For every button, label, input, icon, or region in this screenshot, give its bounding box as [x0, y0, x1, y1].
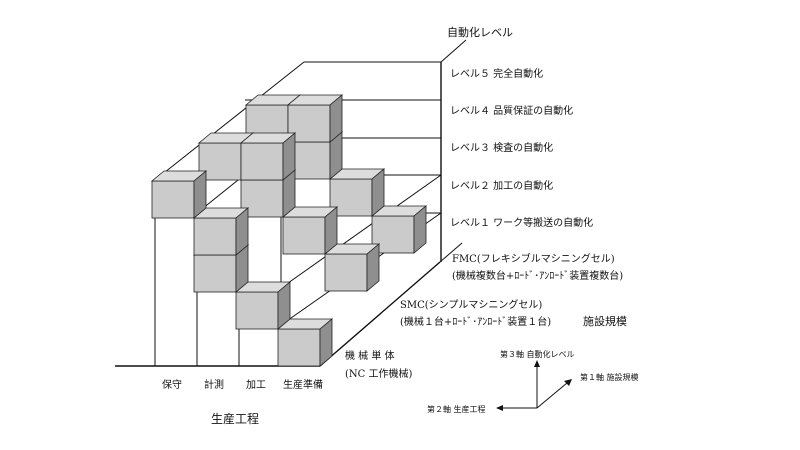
axis2-legend: 第２軸 生産工程 [427, 404, 486, 414]
scale-axis-name: 施設規模 [583, 314, 627, 328]
cube-side-face [329, 94, 343, 143]
level-label-1: レベル１ ワーク等搬送の自動化 [450, 216, 593, 229]
cube [239, 132, 297, 181]
process-label-measurement: 計測 [204, 378, 224, 391]
cube-side-face [371, 168, 385, 217]
cube [276, 318, 334, 367]
cube [323, 243, 381, 292]
single-machine-sublabel: (NC 工作機械) [345, 367, 412, 380]
scale-band-1 [280, 174, 442, 289]
process-label-preparation: 生産準備 [283, 378, 323, 391]
cube-front-face [277, 328, 321, 367]
cube-side-face [277, 281, 291, 330]
level-label-2: レベル２ 加工の自動化 [450, 179, 553, 192]
arrow-left-icon [496, 405, 503, 411]
process-label-maintenance: 保守 [162, 378, 182, 391]
cube-front-face [151, 180, 195, 219]
cube-side-face [366, 243, 380, 292]
cube-side-face [324, 206, 338, 255]
cube-side-face [235, 207, 249, 256]
level-axis-extension [440, 39, 467, 63]
level-label-4: レベル４ 品質保証の自動化 [450, 104, 573, 117]
cube-front-face [193, 254, 237, 293]
process-axis-name: 生産工程 [211, 411, 259, 426]
cube-front-face [324, 253, 368, 292]
process-labels: 保守 計測 加工 生産準備 生産工程 [162, 378, 323, 426]
process-label-machining: 加工 [246, 379, 266, 391]
smc-sublabel: (機械１台+ﾛｰﾄﾞ･ｱﾝﾛｰﾄﾞ装置１台) [400, 315, 551, 328]
axis1-legend: 第１軸 施設規模 [580, 372, 639, 382]
fmc-label: FMC(フレキシブルマシニングセル) [452, 252, 615, 265]
cube [370, 205, 428, 254]
smc-label: SMC(シンプルマシニングセル) [400, 298, 542, 311]
cube [150, 170, 208, 219]
cube-front-face [282, 216, 326, 255]
cube [281, 206, 339, 255]
cube [192, 207, 250, 256]
axes-legend: 第３軸 自動化レベル 第１軸 施設規模 第２軸 生産工程 [427, 349, 639, 414]
cube-side-face [282, 132, 296, 181]
scale-labels: FMC(フレキシブルマシニングセル) (機械複数台+ﾛｰﾄﾞ･ｱﾝﾛｰﾄﾞ装置複… [345, 252, 627, 380]
fmc-sublabel: (機械複数台+ﾛｰﾄﾞ･ｱﾝﾛｰﾄﾞ装置複数台) [452, 269, 623, 282]
arrow-up-icon [534, 360, 540, 367]
scale-axis-extension [439, 242, 463, 263]
level-labels: レベル５ 完全自動化 レベル４ 品質保証の自動化 レベル３ 検査の自動化 レベル… [450, 67, 593, 229]
cube-grid [150, 94, 428, 367]
scale-axis-line [319, 261, 441, 367]
diagram-title: 自動化レベル [447, 25, 513, 39]
cube-front-face [235, 291, 279, 330]
cube-side-face [319, 318, 333, 367]
cube-front-face [193, 217, 237, 256]
cube [234, 281, 292, 330]
axis3-legend: 第３軸 自動化レベル [500, 349, 575, 359]
cube-side-face [413, 205, 427, 254]
level-label-3: レベル３ 検査の自動化 [450, 141, 553, 154]
cube [286, 94, 344, 143]
back-top-edge [154, 61, 305, 181]
arrow-upright-icon [564, 379, 572, 386]
cube-side-face [193, 170, 207, 219]
single-machine-label: 機 械 単 体 [345, 349, 395, 362]
cube [328, 168, 386, 217]
level-label-5: レベル５ 完全自動化 [450, 67, 543, 80]
cube-front-face [240, 142, 284, 181]
cube-front-face [198, 142, 242, 181]
